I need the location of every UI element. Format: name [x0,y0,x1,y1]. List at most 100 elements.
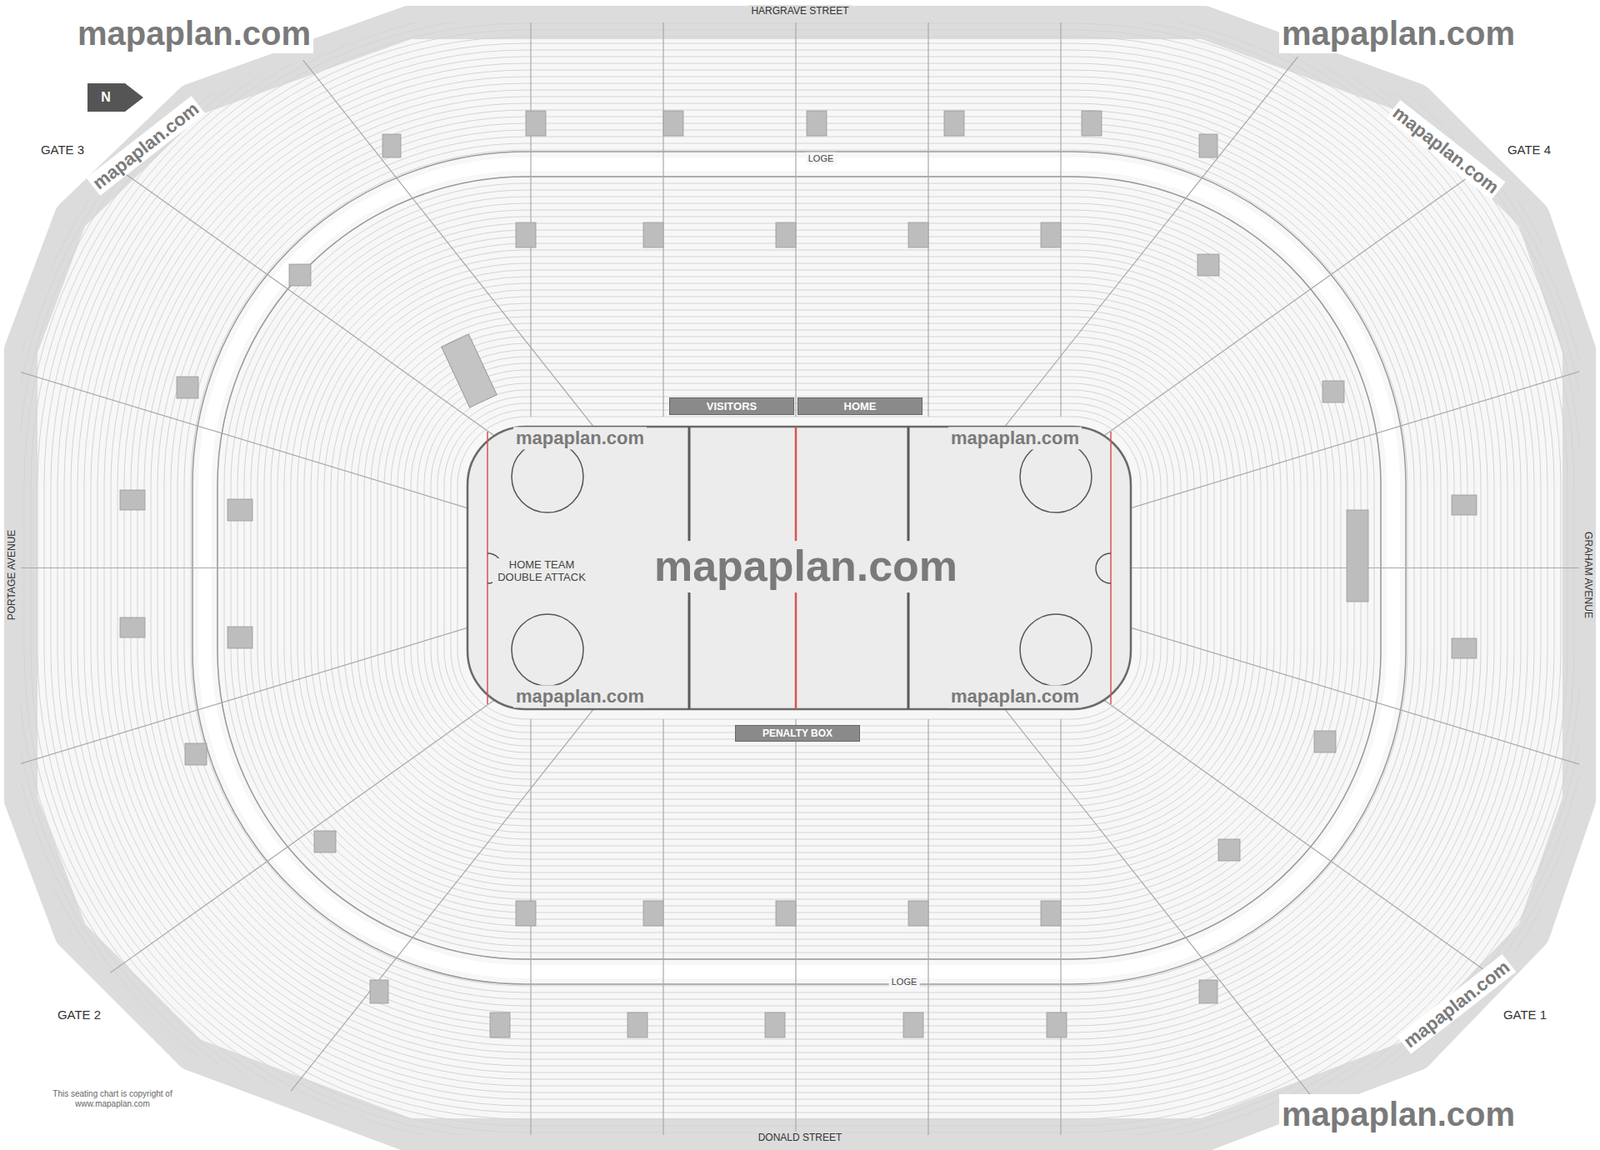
watermark: mapaplan.com [513,685,647,708]
map-label: HOME TEAM DOUBLE ATTACK [492,558,591,585]
aisle-line [0,634,588,1150]
portal [944,110,965,136]
portal [289,264,311,286]
faceoff-circle [1020,440,1092,513]
portal [643,222,664,248]
north-arrow [87,83,144,112]
aisle-line [662,0,664,417]
seat-row [450,410,1148,726]
map-label: GATE 2 [55,1006,104,1023]
rink-ice [467,426,1131,710]
aisle-line [1060,719,1061,1150]
portal [806,110,827,136]
portal [1451,495,1477,515]
seat-row [430,390,1168,746]
tunnel [441,334,497,408]
seat-row [457,416,1141,720]
aisle-line [530,0,531,417]
portal [1040,900,1061,926]
aisle-line [1060,0,1061,417]
seat-row [377,336,1221,800]
map-label: PORTAGE AVENUE [5,527,20,624]
portal [908,222,929,248]
portal [643,900,664,926]
portal [627,1012,648,1038]
map-label: GATE 1 [1500,1006,1550,1023]
bench-box: VISITORS [669,397,795,415]
portal [1040,222,1061,248]
portal [1199,980,1218,1004]
seat-row [17,0,1581,1150]
portal [227,626,253,649]
seat-row [397,356,1201,780]
portal [120,490,145,510]
portal [1218,839,1240,861]
seat-row [404,363,1195,773]
seat-row [350,310,1248,826]
seat-row [370,330,1228,806]
seat-row [344,303,1255,833]
aisle-line [927,0,929,417]
seat-row [384,343,1215,793]
seat-row [4,0,1595,1150]
portal [382,134,401,158]
map-label: HARGRAVE STREET [748,5,851,19]
aisle-line [0,0,588,502]
aisle-line [795,0,796,417]
aisle-line [662,719,664,1150]
watermark: mapaplan.com [1279,13,1518,54]
bench-label: PENALTY BOX [762,727,833,740]
aisle-line [795,719,796,1150]
portal [908,900,929,926]
bench-label: HOME [844,400,877,413]
seat-row [357,316,1241,820]
seat-row [364,323,1235,813]
seat-row [324,283,1275,853]
seat-row [10,0,1588,1150]
portal [120,617,145,638]
portal [490,1012,510,1038]
watermark: mapaplan.com [75,13,314,54]
goal-line [1110,431,1112,705]
map-label: GATE 3 [38,141,87,158]
portal [663,110,684,136]
bench-box: PENALTY BOX [735,725,860,742]
aisle-line [966,0,1580,475]
seat-row [437,396,1161,740]
portal [775,900,796,926]
goal-crease [1095,553,1111,584]
portal [176,376,199,399]
portal [515,222,536,248]
watermark: mapaplan.com [513,426,647,450]
map-label: This seating chart is copyright of www.m… [18,1088,207,1110]
portal [1197,254,1220,276]
bench-box: HOME [797,397,923,415]
seat-row [424,383,1175,753]
seat-row [410,370,1188,766]
watermark: mapaplan.com [1279,1094,1518,1135]
aisle-line [966,660,1580,1150]
portal [525,110,546,136]
seat-row [24,0,1575,1150]
seat-row [37,0,1561,1140]
aisle-line [18,0,632,475]
seat-row [390,350,1208,786]
